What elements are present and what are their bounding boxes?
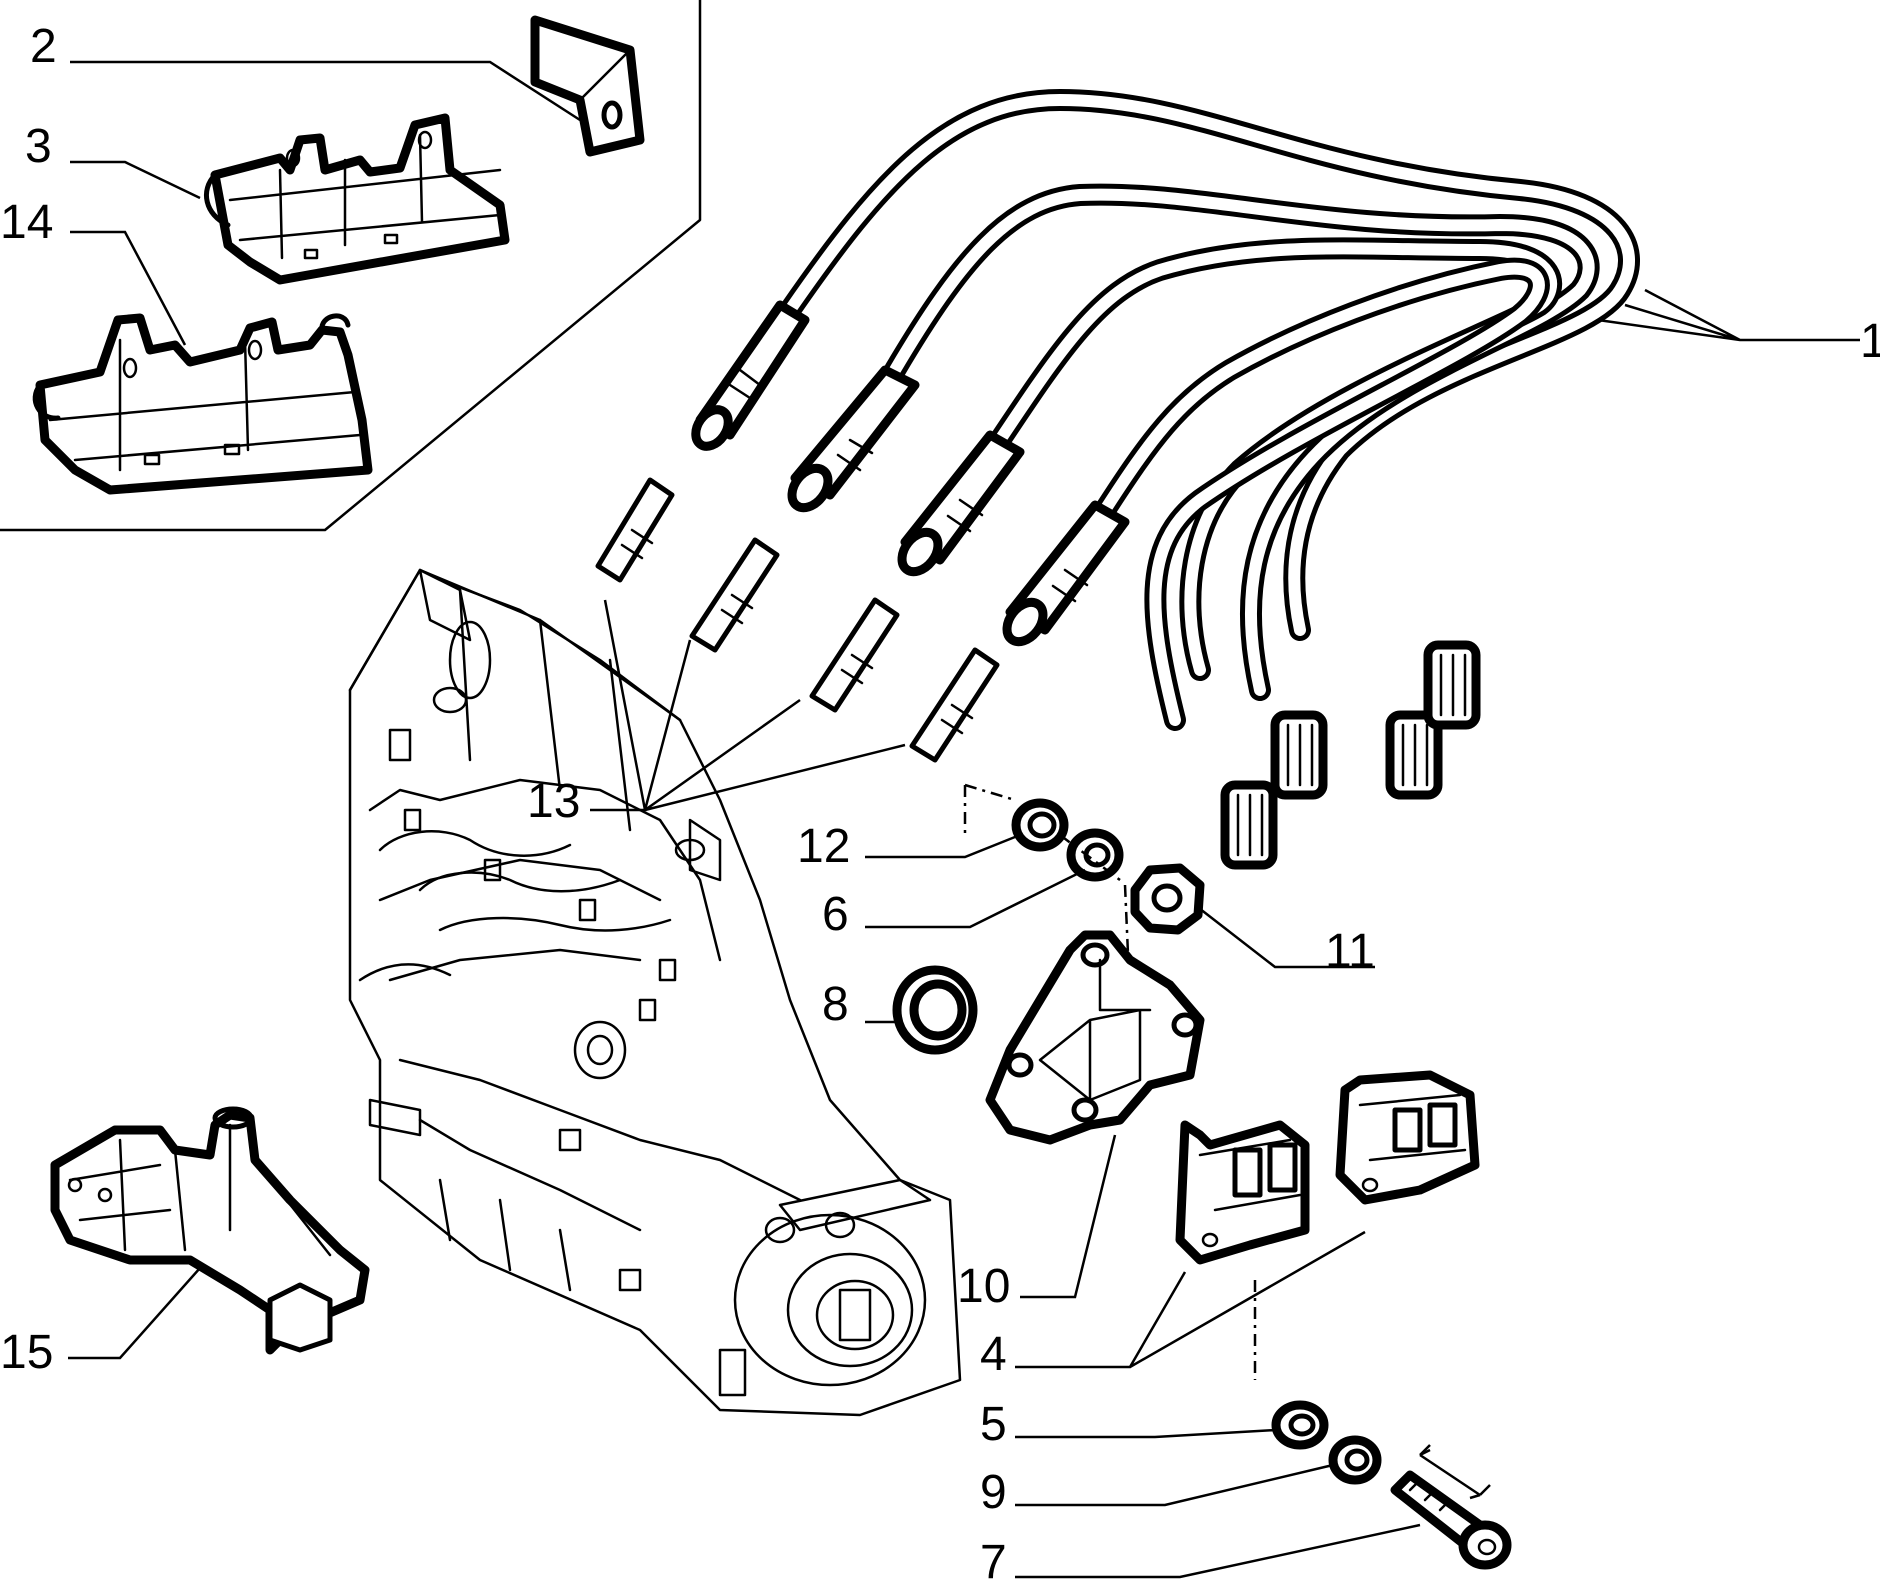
callout-5: 5	[980, 1398, 1007, 1451]
washer-part-6	[1066, 828, 1124, 882]
callout-15: 15	[0, 1326, 53, 1379]
spark-plug-a	[595, 477, 675, 583]
ignition-coil-part-4-b	[1335, 1070, 1480, 1205]
alignment-lines	[963, 783, 1257, 1380]
engine-block	[348, 568, 962, 1417]
callout-3: 3	[25, 120, 52, 173]
ignition-coil-part-4-a	[1175, 1120, 1310, 1265]
callout-4: 4	[980, 1328, 1007, 1381]
callout-13: 13	[527, 775, 580, 828]
callout-14: 14	[0, 196, 53, 249]
mounting-bracket-part-10	[985, 930, 1205, 1145]
bolt-part-7	[1390, 1444, 1512, 1570]
spark-plug-b	[689, 537, 780, 653]
spark-plug-d	[909, 647, 1000, 763]
spark-plug-boot-4	[1002, 500, 1130, 647]
callout-2: 2	[30, 20, 57, 73]
washer-part-9	[1328, 1435, 1382, 1485]
callout-11: 11	[1325, 925, 1375, 978]
coil-holder-part-14	[32, 313, 373, 495]
coil-holder-part-3	[204, 113, 510, 285]
ignition-wire-set-part-1	[691, 89, 1640, 870]
washer-part-12	[1011, 798, 1069, 852]
callout-6: 6	[822, 888, 849, 941]
coil-boot-3	[1385, 710, 1443, 800]
leader-lines	[68, 60, 1860, 1579]
coil-boot-4	[1423, 640, 1481, 730]
o-ring-part-8	[892, 965, 978, 1055]
coil-boot-1	[1220, 780, 1278, 870]
spark-plug-boot-2	[787, 365, 920, 513]
washer-part-5	[1271, 1400, 1329, 1450]
callout-8: 8	[822, 978, 849, 1031]
spark-plug-c	[809, 597, 900, 713]
callout-7: 7	[980, 1536, 1007, 1581]
nut-part-11	[1130, 863, 1205, 935]
spark-plugs-part-13	[595, 477, 1000, 763]
spark-plug-boot-1	[691, 300, 810, 451]
callout-9: 9	[980, 1466, 1007, 1519]
inset-frame	[0, 0, 702, 532]
callout-12: 12	[797, 820, 850, 873]
callout-10: 10	[957, 1260, 1010, 1313]
callout-1: 1	[1860, 315, 1880, 368]
coil-cover-part-15	[50, 1106, 370, 1355]
spark-plug-boot-3	[897, 430, 1025, 577]
callout-labels: 1 2 3 14 13 12 6 11 8 10 4 5 9 7 15	[0, 20, 1880, 1586]
coil-boot-2	[1270, 710, 1328, 800]
bracket-part-2	[530, 15, 645, 157]
